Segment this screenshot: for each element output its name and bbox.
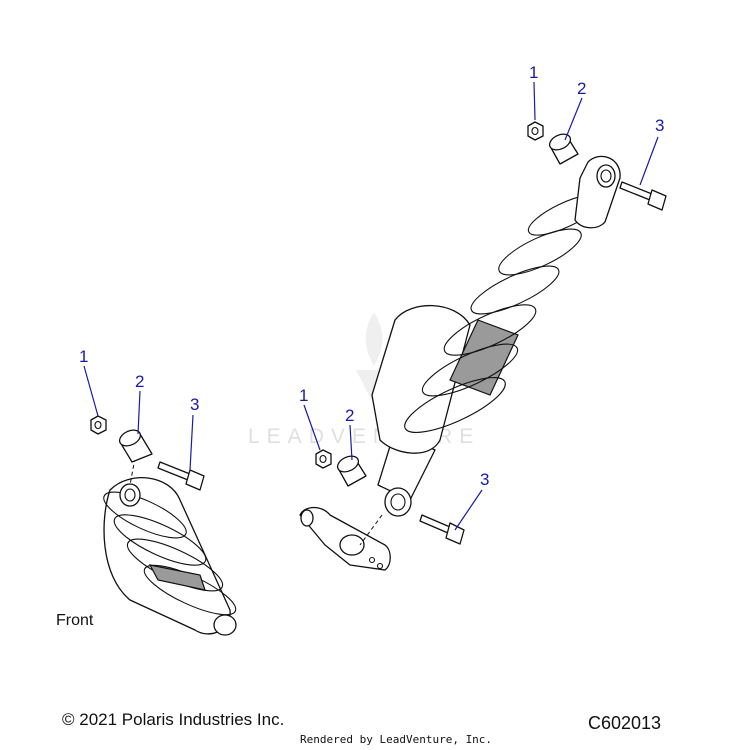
front-shock-lower-eye — [213, 614, 237, 636]
callout-1-left[interactable]: 1 — [79, 347, 88, 366]
alignment-line-left — [129, 457, 136, 486]
bushing-middle — [336, 455, 367, 487]
callout-2-upper[interactable]: 2 — [577, 79, 586, 98]
bushing-left — [118, 429, 153, 463]
bolt-middle — [419, 514, 465, 545]
bushing-upper — [548, 133, 579, 165]
copyright-text: © 2021 Polaris Industries Inc. — [62, 710, 285, 729]
shock-lower-eye — [384, 487, 412, 517]
hardware-lower-right — [315, 449, 465, 545]
callout-1-middle[interactable]: 1 — [299, 386, 308, 405]
nut-upper — [527, 121, 544, 141]
bolt-upper — [619, 181, 667, 211]
hardware-upper-right — [527, 121, 667, 211]
front-shock-body — [103, 477, 231, 635]
callout-group-lower-right: 1 2 3 — [299, 386, 489, 531]
shock-upper-mount — [574, 155, 621, 229]
rear-shock-assembly — [371, 155, 621, 517]
nut-middle — [315, 449, 332, 469]
front-label: Front — [56, 612, 94, 629]
bolt-left — [157, 461, 205, 491]
hardware-left — [90, 415, 205, 491]
callout-2-left[interactable]: 2 — [135, 372, 144, 391]
shock-reservoir — [371, 304, 471, 454]
alignment-line-lower — [359, 514, 383, 546]
callout-2-middle[interactable]: 2 — [345, 406, 354, 425]
callout-3-middle[interactable]: 3 — [480, 470, 489, 489]
shock-spring — [404, 194, 603, 433]
front-shock-upper-eye — [119, 483, 141, 507]
diagram-code: C602013 — [588, 713, 662, 733]
front-shock-rod-shade — [148, 564, 206, 591]
rendered-by-text: Rendered by LeadVenture, Inc. — [300, 733, 493, 746]
callout-3-upper[interactable]: 3 — [655, 116, 664, 135]
callout-group-left: 1 2 3 — [79, 347, 199, 471]
lower-mount-bracket — [299, 506, 391, 571]
callout-1-upper[interactable]: 1 — [529, 63, 538, 82]
front-shock-assembly — [103, 477, 237, 636]
callout-3-left[interactable]: 3 — [190, 395, 199, 414]
callout-group-upper-right: 1 2 3 — [529, 63, 664, 186]
shock-upper-eye — [596, 164, 616, 188]
shock-rod-shade — [449, 319, 519, 396]
nut-left — [90, 415, 107, 435]
